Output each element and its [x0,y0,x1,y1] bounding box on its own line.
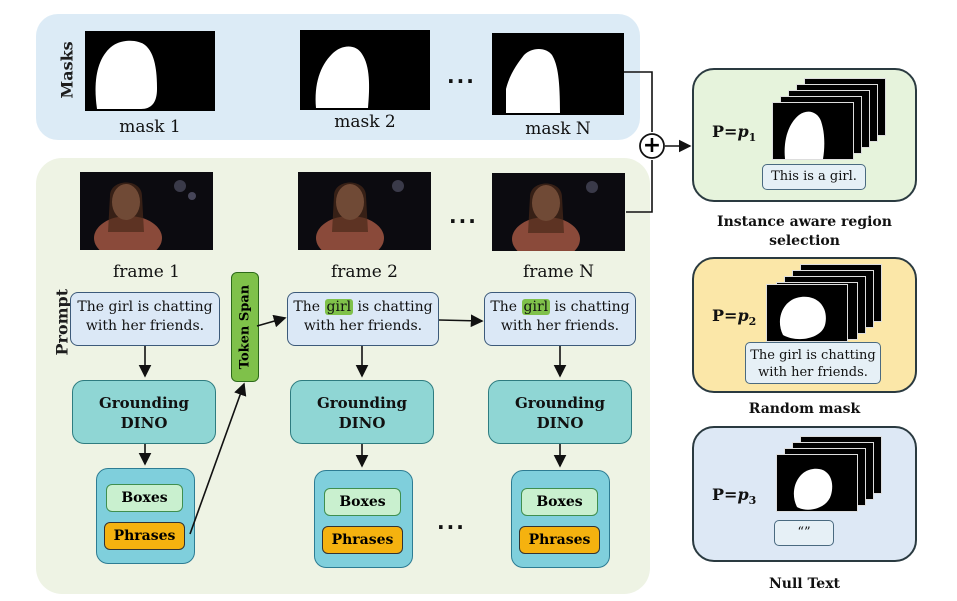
prompt-text-2-line2: with her friends. [303,318,423,334]
boxes-n: Boxes [521,488,598,516]
grounding-dino-2-line1: Grounding [316,394,408,412]
prompt-text-2-token: girl [324,299,354,315]
prompt-text-1-line2: with her friends. [85,318,205,334]
option-1-prob-sub: 1 [748,131,757,145]
plus-node [639,133,665,159]
mask-1-caption: mask 1 [119,117,181,137]
option-3-title: Null Text [768,576,841,592]
option-2-prob-var: p [737,306,749,325]
plus-icon: + [642,133,662,158]
option-1-text: This is a girl. [762,164,866,190]
option-3-prob-var: p [737,485,749,504]
phrases-1: Phrases [104,522,185,550]
prompt-text-2-pre: The [293,299,325,315]
option-2-stack [764,264,894,342]
token-span-box: Token Span [231,272,259,382]
option-2-title: Random mask [748,401,861,417]
frame-1-image [80,172,213,250]
option-2-text-line2: with her friends. [758,365,868,380]
mask-1-image [85,31,215,111]
boxes-1: Boxes [106,484,183,512]
mask-n-image [492,33,624,115]
option-3-prob-sub: 3 [748,494,757,508]
frames-ellipsis: ... [449,204,478,228]
masks-ellipsis: ... [447,64,476,88]
prompt-text-2-post: is chatting [353,299,433,315]
grounding-dino-n-line1: Grounding [514,394,606,412]
frame-n-image [492,173,625,251]
frame-2-caption: frame 2 [331,262,398,282]
prompt-text-n-post: is chatting [550,299,630,315]
option-3-prob: P=p3 [712,485,756,507]
option-1-prob-var: p [737,122,749,141]
boxes-2: Boxes [324,488,401,516]
grounding-dino-1: Grounding DINO [72,380,216,444]
option-3-stack [766,436,896,514]
grounding-dino-n: Grounding DINO [488,380,632,444]
mask-2-image [300,30,430,110]
option-1-title-line1: Instance aware region [717,214,892,230]
prompt-text-n-token: girl [521,299,551,315]
option-2-text: The girl is chatting with her friends. [745,342,881,384]
outputs-ellipsis: ... [437,510,466,534]
prompt-text-1-line1: The girl is chatting [77,299,213,315]
prompt-text-n-line2: with her friends. [500,318,620,334]
frame-2-image [298,172,431,250]
grounding-dino-2-line2: DINO [338,414,386,432]
frame-1-caption: frame 1 [113,262,180,282]
option-1-prob: P=p1 [712,122,756,144]
phrases-n: Phrases [519,526,600,554]
option-2-prob: P=p2 [712,306,756,328]
grounding-dino-1-line2: DINO [120,414,168,432]
option-2-text-line1: The girl is chatting [750,348,876,363]
mask-2-caption: mask 2 [334,112,396,132]
prompt-text-n: The girl is chatting with her friends. [484,292,636,346]
option-2-prob-sub: 2 [748,315,757,329]
phrases-2: Phrases [322,526,403,554]
option-3-text: “” [774,520,834,546]
option-2-prob-base: P= [712,306,738,325]
option-1-prob-base: P= [712,122,738,141]
option-1-stack [766,78,896,160]
option-1-title: Instance aware region selection [692,213,917,251]
prompt-text-1: The girl is chatting with her friends. [70,292,220,346]
prompt-text-2: The girl is chatting with her friends. [287,292,439,346]
grounding-dino-2: Grounding DINO [290,380,434,444]
option-1-title-line2: selection [769,233,840,249]
prompt-text-n-pre: The [490,299,522,315]
option-3-prob-base: P= [712,485,738,504]
mask-n-caption: mask N [525,119,591,139]
grounding-dino-1-line1: Grounding [98,394,190,412]
grounding-dino-n-line2: DINO [536,414,584,432]
frame-n-caption: frame N [522,262,594,282]
